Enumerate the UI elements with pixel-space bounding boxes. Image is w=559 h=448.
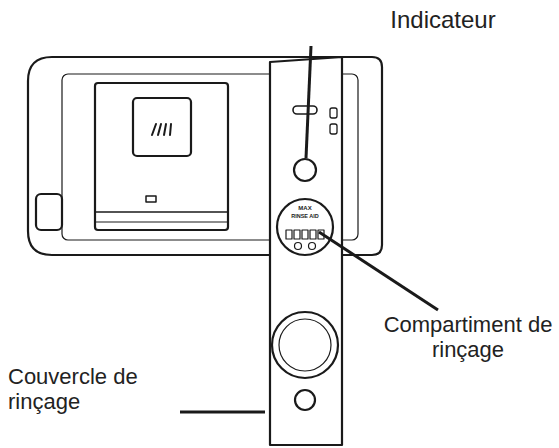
dial-marking: MAX — [285, 205, 325, 212]
lid-slot — [293, 106, 317, 114]
cup-window — [133, 98, 191, 156]
lid-small-circle — [295, 390, 315, 410]
rinse-dial — [277, 199, 333, 255]
leader-line — [306, 46, 311, 158]
indicator-window — [294, 159, 316, 181]
rinse-lid-strip — [270, 57, 342, 445]
part-label: Couvercle de rinçage — [8, 364, 148, 415]
leader-line — [180, 411, 265, 414]
cup-slot — [146, 196, 156, 202]
cup-symbol — [152, 124, 171, 135]
detergent-cup — [95, 83, 228, 230]
leader-line — [319, 232, 438, 310]
part-label: Compartiment de rinçage — [381, 312, 555, 363]
side-latch — [36, 194, 62, 230]
part-label: Indicateur — [358, 6, 528, 34]
lid-button — [272, 312, 338, 378]
dial-marking: RINSE AID — [280, 213, 330, 219]
